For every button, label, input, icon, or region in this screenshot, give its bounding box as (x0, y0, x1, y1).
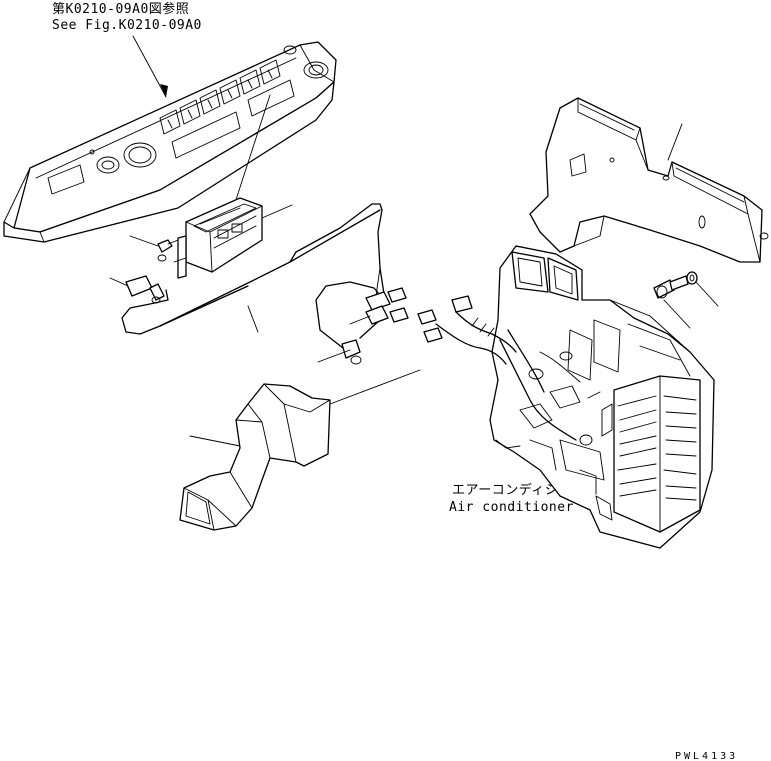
ac-connectors (417, 295, 473, 343)
leader-line (663, 299, 691, 329)
ac-controller-unit (173, 197, 263, 279)
connector-harness (315, 281, 409, 365)
leader-line (189, 435, 241, 447)
wire-harness (121, 203, 385, 335)
bolt (653, 275, 689, 299)
screw (129, 235, 179, 262)
leader-line (329, 369, 421, 405)
drawing-code: PWL4133 (675, 751, 738, 761)
leader-line (231, 94, 271, 213)
washer (686, 271, 698, 285)
reference-label-english: See Fig.K0210-09A0 (52, 18, 202, 33)
control-panel-console (3, 41, 337, 243)
air-conditioner-unit (435, 245, 715, 549)
leader-line (247, 305, 259, 333)
reference-arrow (132, 35, 168, 98)
air-duct-lower (179, 383, 331, 531)
harness-clip-left (109, 275, 165, 304)
leader-line (349, 315, 371, 325)
leader-line (695, 281, 719, 307)
leader-line (667, 123, 683, 161)
aircon-label-english: Air conditioner (449, 500, 574, 515)
air-duct-upper (529, 97, 769, 263)
reference-label-japanese: 第K0210-09A0図参照 (52, 1, 189, 17)
leader-line (317, 349, 351, 363)
leader-line (261, 204, 293, 219)
